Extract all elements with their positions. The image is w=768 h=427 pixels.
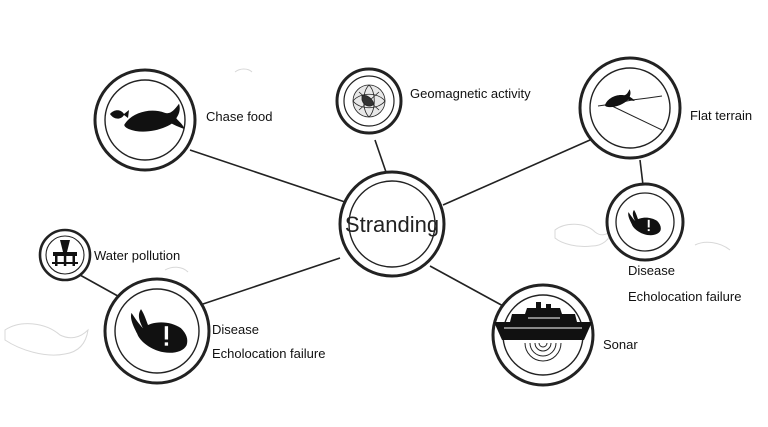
label-disease-left: Disease (212, 322, 259, 337)
earth-magnetic-field-icon (352, 84, 386, 118)
label-sonar: Sonar (603, 337, 638, 352)
background-sketch (4, 68, 731, 356)
node-water-pollution: Water pollution (38, 228, 180, 282)
connector-geomagnetic (374, 139, 388, 176)
node-chase-food: Chase food (93, 68, 273, 172)
whale-chasing-fish-icon (110, 103, 185, 132)
connector-flat-to-disease (639, 159, 644, 186)
whale-on-slope-icon (597, 88, 663, 131)
connectors (79, 139, 644, 308)
node-disease-right: Disease Echolocation failure (605, 182, 741, 304)
node-flat-terrain: Flat terrain (578, 56, 752, 160)
center-node: Stranding (338, 170, 446, 278)
oil-rig-icon (52, 240, 78, 266)
node-geomagnetic: Geomagnetic activity (335, 67, 531, 135)
label-water-pollution: Water pollution (94, 248, 180, 263)
label-geomagnetic: Geomagnetic activity (410, 86, 531, 101)
node-disease-left: Disease Echolocation failure (103, 277, 325, 385)
connector-chase-food (189, 149, 346, 203)
connector-sonar (429, 265, 506, 308)
label-chase-food: Chase food (206, 109, 273, 124)
connector-flat-terrain (442, 139, 591, 206)
connector-disease-left (199, 257, 341, 306)
label-echolocation-left: Echolocation failure (212, 346, 325, 361)
ship-sonar-icon (494, 302, 592, 362)
center-label: Stranding (345, 212, 439, 237)
label-echolocation-right: Echolocation failure (628, 289, 741, 304)
label-flat-terrain: Flat terrain (690, 108, 752, 123)
node-sonar: Sonar (491, 283, 638, 387)
label-disease-right: Disease (628, 263, 675, 278)
